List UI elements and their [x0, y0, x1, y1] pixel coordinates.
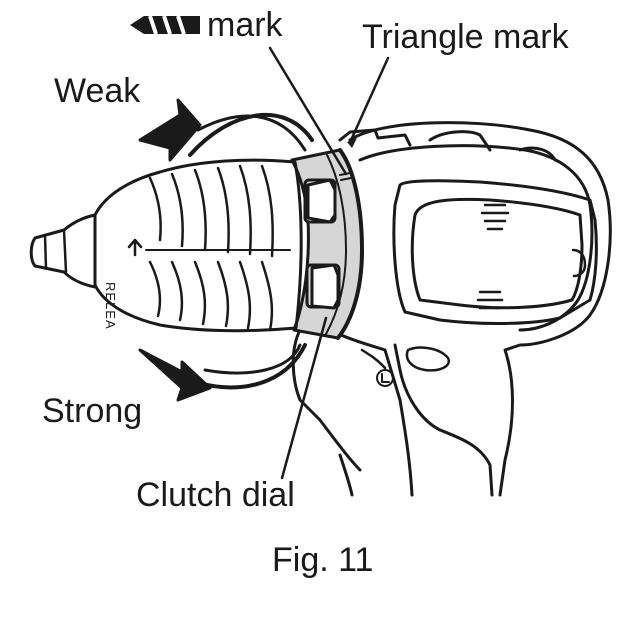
- weak-label: Weak: [54, 72, 141, 110]
- mark-icon: [130, 15, 200, 35]
- drill-grip: [328, 328, 414, 497]
- drill-body: [348, 121, 612, 497]
- clutch-dial-label: Clutch dial: [136, 476, 295, 514]
- side-panel: [392, 179, 598, 326]
- release-text: RELEA: [103, 282, 118, 330]
- release-arrow-icon: [127, 238, 143, 257]
- figure-caption: Fig. 11: [272, 541, 374, 579]
- triangle-leader: [350, 56, 390, 140]
- clutch-leader: [280, 316, 328, 480]
- mark-leader: [268, 46, 348, 176]
- strong-label: Strong: [42, 392, 143, 430]
- rotate-strong-arrow-icon: [193, 343, 307, 390]
- drill-body-inner: [358, 144, 594, 332]
- lock-icon: [376, 369, 394, 387]
- triangle-mark-label: Triangle mark: [362, 18, 569, 56]
- chuck: [93, 158, 303, 333]
- mark-label: mark: [207, 6, 283, 44]
